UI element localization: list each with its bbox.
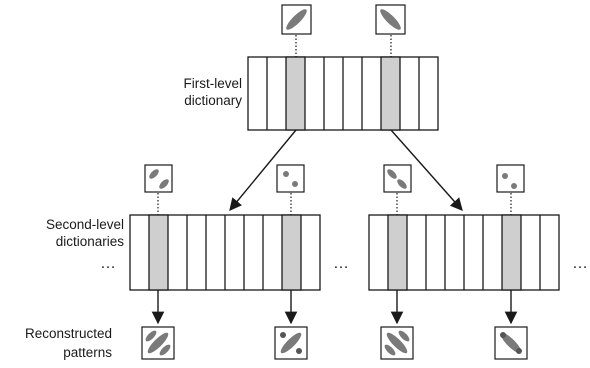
reconstructed-pattern-4 — [494, 326, 528, 360]
ellipsis-right: … — [572, 255, 590, 272]
second-level-atom-pattern-3 — [383, 164, 412, 193]
ellipsis-left: … — [100, 255, 118, 272]
second-level-1-selected-atom-1 — [148, 214, 169, 291]
reconstructed-label-line2: patterns — [63, 345, 112, 360]
second-level-dictionary-2 — [368, 214, 560, 291]
reconstructed-pattern-1 — [141, 326, 175, 360]
reconstructed-pattern-2 — [274, 326, 308, 360]
first-level-label-line2: dictionary — [184, 93, 242, 108]
arrow-first-to-second-right — [390, 129, 463, 211]
first-level-selected-atom-2 — [380, 56, 401, 131]
second-level-dictionary-1 — [129, 214, 321, 291]
second-level-atom-pattern-2 — [276, 164, 305, 193]
first-level-atom-pattern-2 — [375, 4, 406, 35]
ellipsis-middle: … — [333, 255, 351, 272]
reconstructed-label-line1: Reconstructed — [25, 326, 112, 341]
second-level-2-selected-atom-2 — [501, 214, 522, 291]
first-level-selected-atom-1 — [285, 56, 306, 131]
first-level-dictionary — [247, 56, 439, 131]
second-level-atom-pattern-4 — [496, 164, 525, 193]
first-level-label-line1: First-level — [183, 76, 242, 91]
arrow-first-to-second-left — [229, 129, 297, 211]
second-level-label-line2: dictionaries — [56, 234, 125, 249]
second-level-atom-pattern-1 — [144, 164, 173, 193]
reconstructed-pattern-3 — [380, 326, 414, 360]
first-level-atom-pattern-1 — [281, 4, 312, 35]
second-level-label-line1: Second-level — [46, 217, 124, 232]
second-level-2-selected-atom-1 — [387, 214, 408, 291]
second-level-1-selected-atom-2 — [281, 214, 302, 291]
